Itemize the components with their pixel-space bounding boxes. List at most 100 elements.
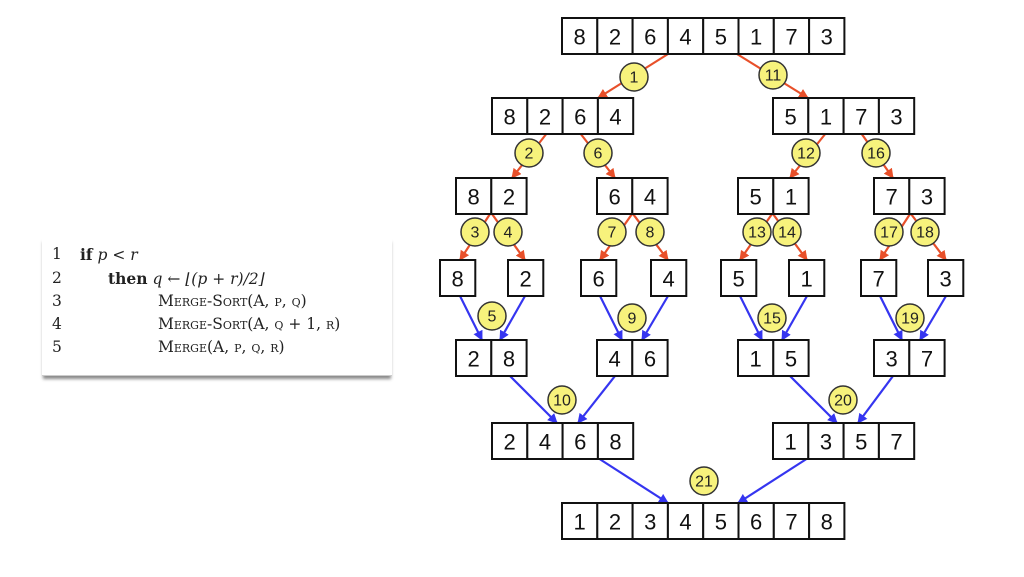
array-cell xyxy=(873,177,911,215)
step-circle xyxy=(758,60,788,90)
step-circle xyxy=(547,385,577,415)
cell-value: 7 xyxy=(890,430,902,455)
step-badge: 12 xyxy=(791,138,821,168)
array-cell xyxy=(808,502,846,540)
step-badge: 16 xyxy=(861,138,891,168)
cell-value: 7 xyxy=(785,25,797,50)
cell-value: 7 xyxy=(886,185,898,210)
cell-value: 6 xyxy=(593,267,605,292)
step-number: 16 xyxy=(867,146,885,163)
step-number: 11 xyxy=(765,68,782,85)
array-cell xyxy=(877,422,916,460)
step-badge: 8 xyxy=(635,217,665,247)
array-cell xyxy=(808,17,846,55)
array-cell xyxy=(439,259,477,297)
cell-value: 2 xyxy=(468,347,480,372)
array-cell xyxy=(807,422,845,460)
step-circle xyxy=(910,217,940,247)
step-circle xyxy=(619,62,649,92)
cell-value: 4 xyxy=(644,185,656,210)
array-cell xyxy=(772,502,811,540)
step-circle xyxy=(583,138,613,168)
cell-value: 5 xyxy=(733,267,745,292)
step-badge: 7 xyxy=(597,217,627,247)
step-circle xyxy=(874,217,904,247)
merge-arrow xyxy=(879,295,903,341)
array-cell xyxy=(631,339,669,377)
keyword: if xyxy=(80,245,93,264)
step-circle xyxy=(597,217,627,247)
cell-value: 1 xyxy=(785,185,797,210)
step-badge: 4 xyxy=(493,217,523,247)
array-cell xyxy=(908,177,946,215)
cell-value: 4 xyxy=(679,25,691,50)
merge-arrow xyxy=(919,295,947,341)
array-cell xyxy=(631,177,669,215)
array-cell xyxy=(596,17,634,55)
line-number: 2 xyxy=(52,269,62,287)
step-badge: 9 xyxy=(617,303,647,333)
cell-value: 4 xyxy=(609,105,621,130)
array-cell xyxy=(490,177,528,215)
step-circle xyxy=(772,217,802,247)
step-number: 4 xyxy=(504,225,513,242)
array-cell xyxy=(631,17,669,55)
array-cell xyxy=(490,339,528,377)
code-text: Merge-Sort(A, p, q) xyxy=(158,292,307,310)
cell-value: 2 xyxy=(609,510,621,535)
step-badge: 1 xyxy=(619,62,649,92)
step-circle xyxy=(460,217,490,247)
cell-value: 3 xyxy=(820,430,832,455)
step-badge: 18 xyxy=(910,217,940,247)
step-badge: 21 xyxy=(689,466,719,496)
merge-arrow xyxy=(499,295,526,341)
merge-arrow xyxy=(509,375,558,424)
code-text: p < r xyxy=(97,246,138,264)
array-cell xyxy=(596,97,635,135)
array-cell xyxy=(873,339,911,377)
cell-value: 3 xyxy=(940,267,952,292)
line-number: 3 xyxy=(52,292,62,310)
cell-value: 6 xyxy=(750,510,762,535)
cell-value: 3 xyxy=(821,25,833,50)
merge-arrow xyxy=(739,295,763,341)
array-cell xyxy=(720,259,758,297)
array-box: 3 xyxy=(927,259,965,297)
step-number: 20 xyxy=(834,393,852,410)
cell-value: 4 xyxy=(663,267,675,292)
line-number: 4 xyxy=(52,315,62,333)
cell-value: 4 xyxy=(609,347,621,372)
array-cell xyxy=(737,177,775,215)
array-cell xyxy=(737,502,775,540)
cell-value: 8 xyxy=(503,347,515,372)
array-cell xyxy=(596,177,634,215)
keyword: then xyxy=(108,269,148,288)
step-circle xyxy=(617,303,647,333)
step-number: 18 xyxy=(916,225,934,242)
cell-value: 3 xyxy=(644,510,656,535)
cell-value: 5 xyxy=(715,25,727,50)
cell-value: 6 xyxy=(609,185,621,210)
array-cell xyxy=(860,259,898,297)
step-circle xyxy=(493,217,523,247)
step-circle xyxy=(635,217,665,247)
merge-arrow xyxy=(857,375,894,424)
cell-value: 5 xyxy=(715,510,727,535)
step-badge: 3 xyxy=(460,217,490,247)
cell-value: 6 xyxy=(574,105,586,130)
step-circle xyxy=(757,303,787,333)
line-number: 1 xyxy=(52,245,62,263)
array-cell xyxy=(580,259,618,297)
merge-arrow xyxy=(641,295,669,341)
